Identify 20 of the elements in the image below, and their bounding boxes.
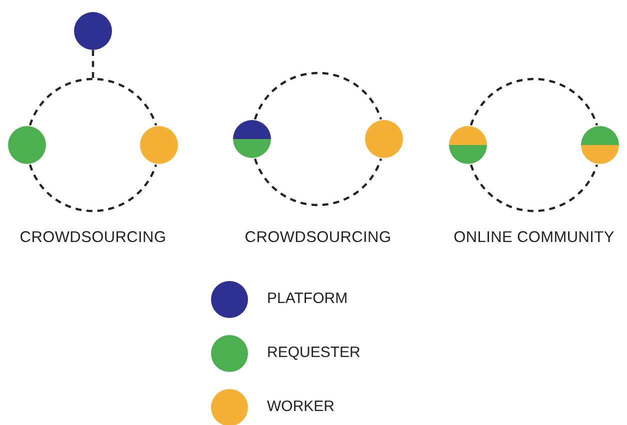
legend-label: WORKER	[267, 397, 334, 418]
circle-node	[449, 126, 487, 164]
diagram-caption: ONLINE COMMUNITY	[454, 228, 614, 248]
diagram-caption: CROWDSOURCING	[244, 228, 392, 248]
connector-line	[92, 50, 94, 79]
connector-line	[28, 78, 158, 126]
connector-line	[254, 158, 382, 206]
circle-node	[74, 12, 112, 50]
legend-label: REQUESTER	[267, 343, 360, 364]
circle-node	[140, 126, 178, 164]
circle-node	[581, 126, 619, 164]
diagram-caption: CROWDSOURCING	[20, 228, 166, 248]
connector-line	[470, 78, 598, 126]
circle-node	[365, 120, 403, 158]
legend-label: PLATFORM	[267, 289, 348, 310]
connector-line	[28, 164, 158, 212]
connector-line	[470, 164, 598, 212]
connector-line	[254, 72, 382, 120]
circle-node	[233, 120, 271, 158]
circle-node	[8, 126, 46, 164]
